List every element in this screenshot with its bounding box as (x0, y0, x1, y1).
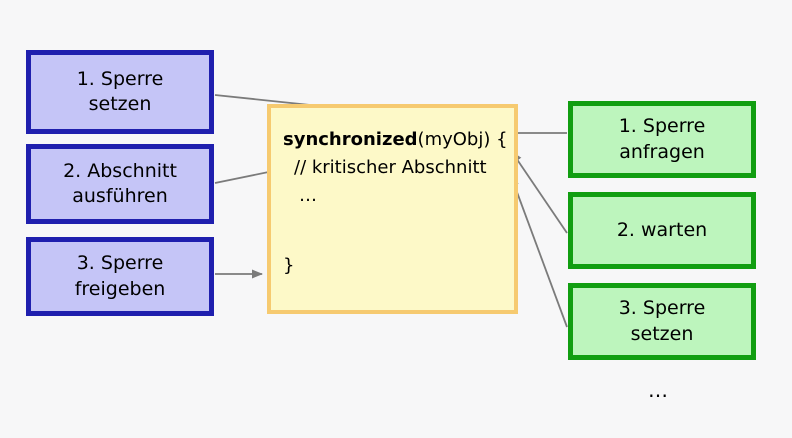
code-line-comment: // kritischer Abschnitt (294, 156, 487, 178)
step-box-lock-set-line2: setzen (88, 93, 152, 115)
lock-box-set-lock[interactable]: 3. Sperre setzen (568, 283, 756, 360)
code-line-header: synchronized(myObj) { (283, 126, 508, 154)
step-box-execute-section-line1: 2. Abschnitt (63, 159, 177, 182)
step-box-execute-section-line2: ausführen (72, 185, 168, 207)
right-column-trailing-ellipsis: … (648, 378, 670, 402)
code-block-synchronized: synchronized(myObj) { // kritischer Absc… (267, 104, 518, 314)
code-keyword-synchronized: synchronized (283, 129, 418, 150)
step-box-execute-section[interactable]: 2. Abschnitt ausführen (26, 144, 214, 224)
lock-box-request-lock[interactable]: 1. Sperre anfragen (568, 101, 756, 178)
code-signature: (myObj) { (417, 129, 508, 150)
step-box-lock-release-line1: 3. Sperre (76, 252, 164, 275)
arrow-set-lock-to-header (510, 175, 568, 328)
lock-box-wait[interactable]: 2. warten (568, 192, 756, 269)
code-line-ellipsis: … (299, 184, 319, 206)
step-box-lock-set[interactable]: 1. Sperre setzen (26, 50, 214, 134)
lock-box-request-lock-line2: anfragen (619, 140, 705, 163)
code-line-closing-brace: } (283, 255, 295, 277)
step-box-lock-release[interactable]: 3. Sperre freigeben (26, 237, 214, 316)
lock-box-set-lock-line1: 3. Sperre (618, 297, 706, 320)
lock-box-wait-line1: 2. warten (616, 218, 708, 241)
step-box-lock-set-line1: 1. Sperre (76, 67, 164, 90)
lock-box-request-lock-line1: 1. Sperre (618, 115, 706, 138)
step-box-lock-release-line2: freigeben (74, 277, 166, 300)
arrow-wait-to-header (511, 151, 568, 234)
lock-box-set-lock-line2: setzen (630, 322, 694, 345)
